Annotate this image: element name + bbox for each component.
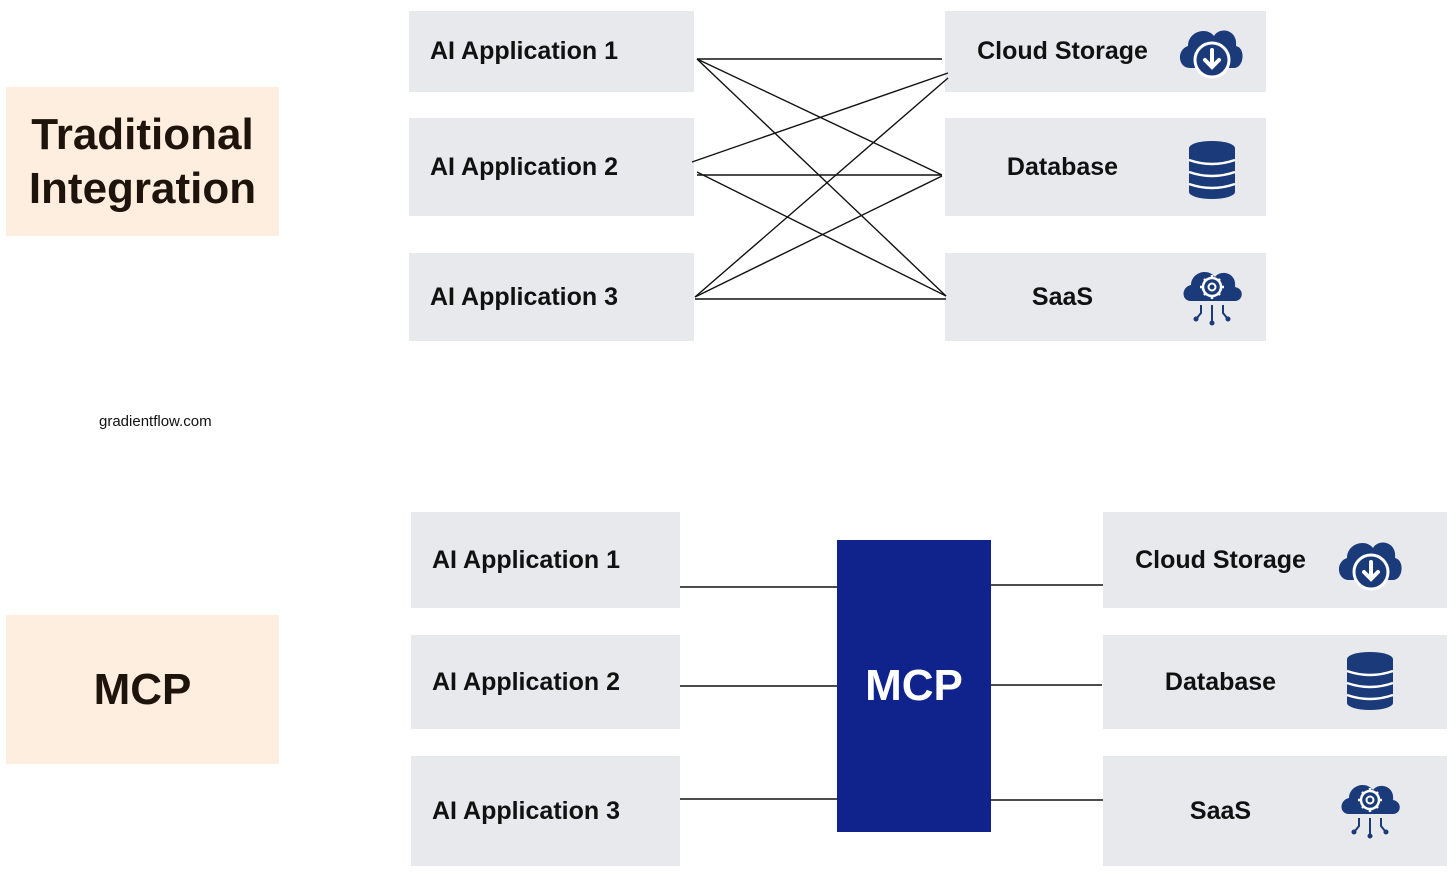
app-label: AI Application 1 <box>430 37 618 65</box>
app-label: AI Application 2 <box>432 667 620 696</box>
traditional-integration-label: Traditional Integration <box>6 87 279 236</box>
connector-line <box>696 171 947 297</box>
mcp-app-2: AI Application 2 <box>411 635 680 729</box>
resource-label: Cloud Storage <box>1135 545 1306 574</box>
app-label: AI Application 3 <box>432 796 620 825</box>
traditional-app-2: AI Application 2 <box>409 118 694 216</box>
resource-label: Database <box>1006 152 1119 181</box>
app-label: AI Application 1 <box>432 545 620 574</box>
resource-label: Database <box>1164 667 1277 696</box>
database-icon <box>1188 141 1236 199</box>
cloud-gear-icon <box>1341 784 1400 839</box>
mcp-app-1: AI Application 1 <box>411 512 680 608</box>
watermark: gradientflow.com <box>99 413 212 430</box>
connector-line <box>694 175 943 298</box>
traditional-app-1: AI Application 1 <box>409 11 694 92</box>
traditional-title-line2: Integration <box>28 163 257 213</box>
app-label: AI Application 2 <box>430 152 618 181</box>
cloud-download-icon <box>1338 542 1402 591</box>
resource-label: SaaS <box>1189 796 1252 825</box>
mcp-label: MCP <box>6 615 279 764</box>
resource-label: Cloud Storage <box>977 37 1148 65</box>
cloud-download-icon <box>1179 30 1243 79</box>
traditional-title-line1: Traditional <box>31 109 254 159</box>
traditional-app-3: AI Application 3 <box>409 253 694 341</box>
connector-line <box>694 77 949 298</box>
mcp-app-3: AI Application 3 <box>411 756 680 866</box>
mcp-hub: MCP <box>837 540 991 832</box>
connector-line <box>696 58 947 297</box>
connector-line <box>691 72 949 163</box>
database-icon <box>1346 652 1394 710</box>
traditional-resource-cloud-storage: Cloud Storage <box>945 11 1266 92</box>
app-label: AI Application 3 <box>430 282 618 311</box>
traditional-resource-database: Database <box>945 118 1266 216</box>
resource-label: SaaS <box>1031 282 1094 311</box>
mcp-resource-database: Database <box>1103 635 1447 729</box>
mcp-resource-cloud-storage: Cloud Storage <box>1103 512 1447 608</box>
traditional-resource-saas: SaaS <box>945 253 1266 341</box>
mcp-resource-saas: SaaS <box>1103 756 1447 866</box>
cloud-gear-icon <box>1183 271 1242 326</box>
